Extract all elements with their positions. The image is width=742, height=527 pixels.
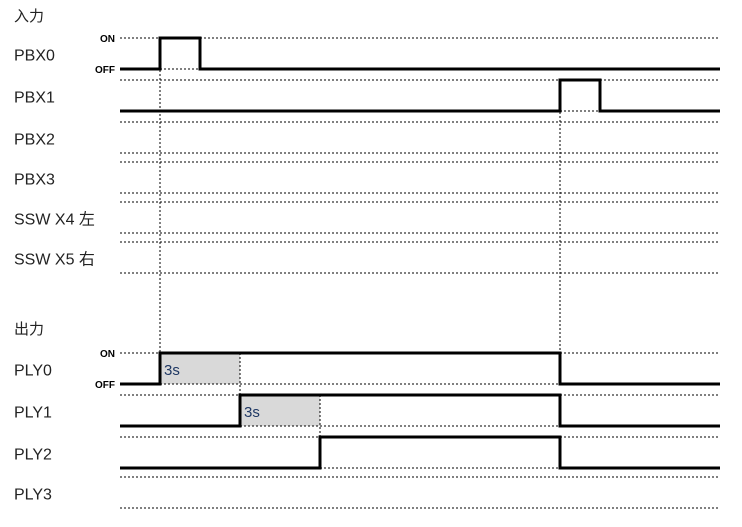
signal-label: PBX1	[14, 90, 55, 107]
signal-waveform	[120, 36, 720, 71]
level-on-label: ON	[100, 34, 115, 45]
signal-label: SSW X4 左	[14, 211, 95, 229]
signal-waveform	[120, 351, 720, 386]
signal-waveform	[120, 393, 720, 428]
signal-label: SSW X5 右	[14, 251, 95, 269]
delay-label: 3s	[244, 404, 260, 421]
signal-label: PLY2	[14, 447, 52, 464]
delay-shade	[240, 395, 320, 426]
level-off-label: OFF	[95, 380, 115, 391]
delay-shade	[160, 353, 240, 384]
section-title-output: 出力	[14, 321, 44, 338]
signal-label: PLY0	[14, 363, 52, 380]
signal-label: PLY1	[14, 405, 52, 422]
signal-waveform	[120, 78, 720, 113]
signal-label: PBX3	[14, 172, 55, 189]
delay-label: 3s	[164, 362, 180, 379]
section-title-input: 入力	[14, 8, 44, 25]
signal-label: PLY3	[14, 487, 52, 504]
signal-label: PBX2	[14, 132, 55, 149]
level-on-label: ON	[100, 349, 115, 360]
signal-label: PBX0	[14, 48, 55, 65]
signal-waveform	[120, 435, 720, 470]
level-off-label: OFF	[95, 65, 115, 76]
